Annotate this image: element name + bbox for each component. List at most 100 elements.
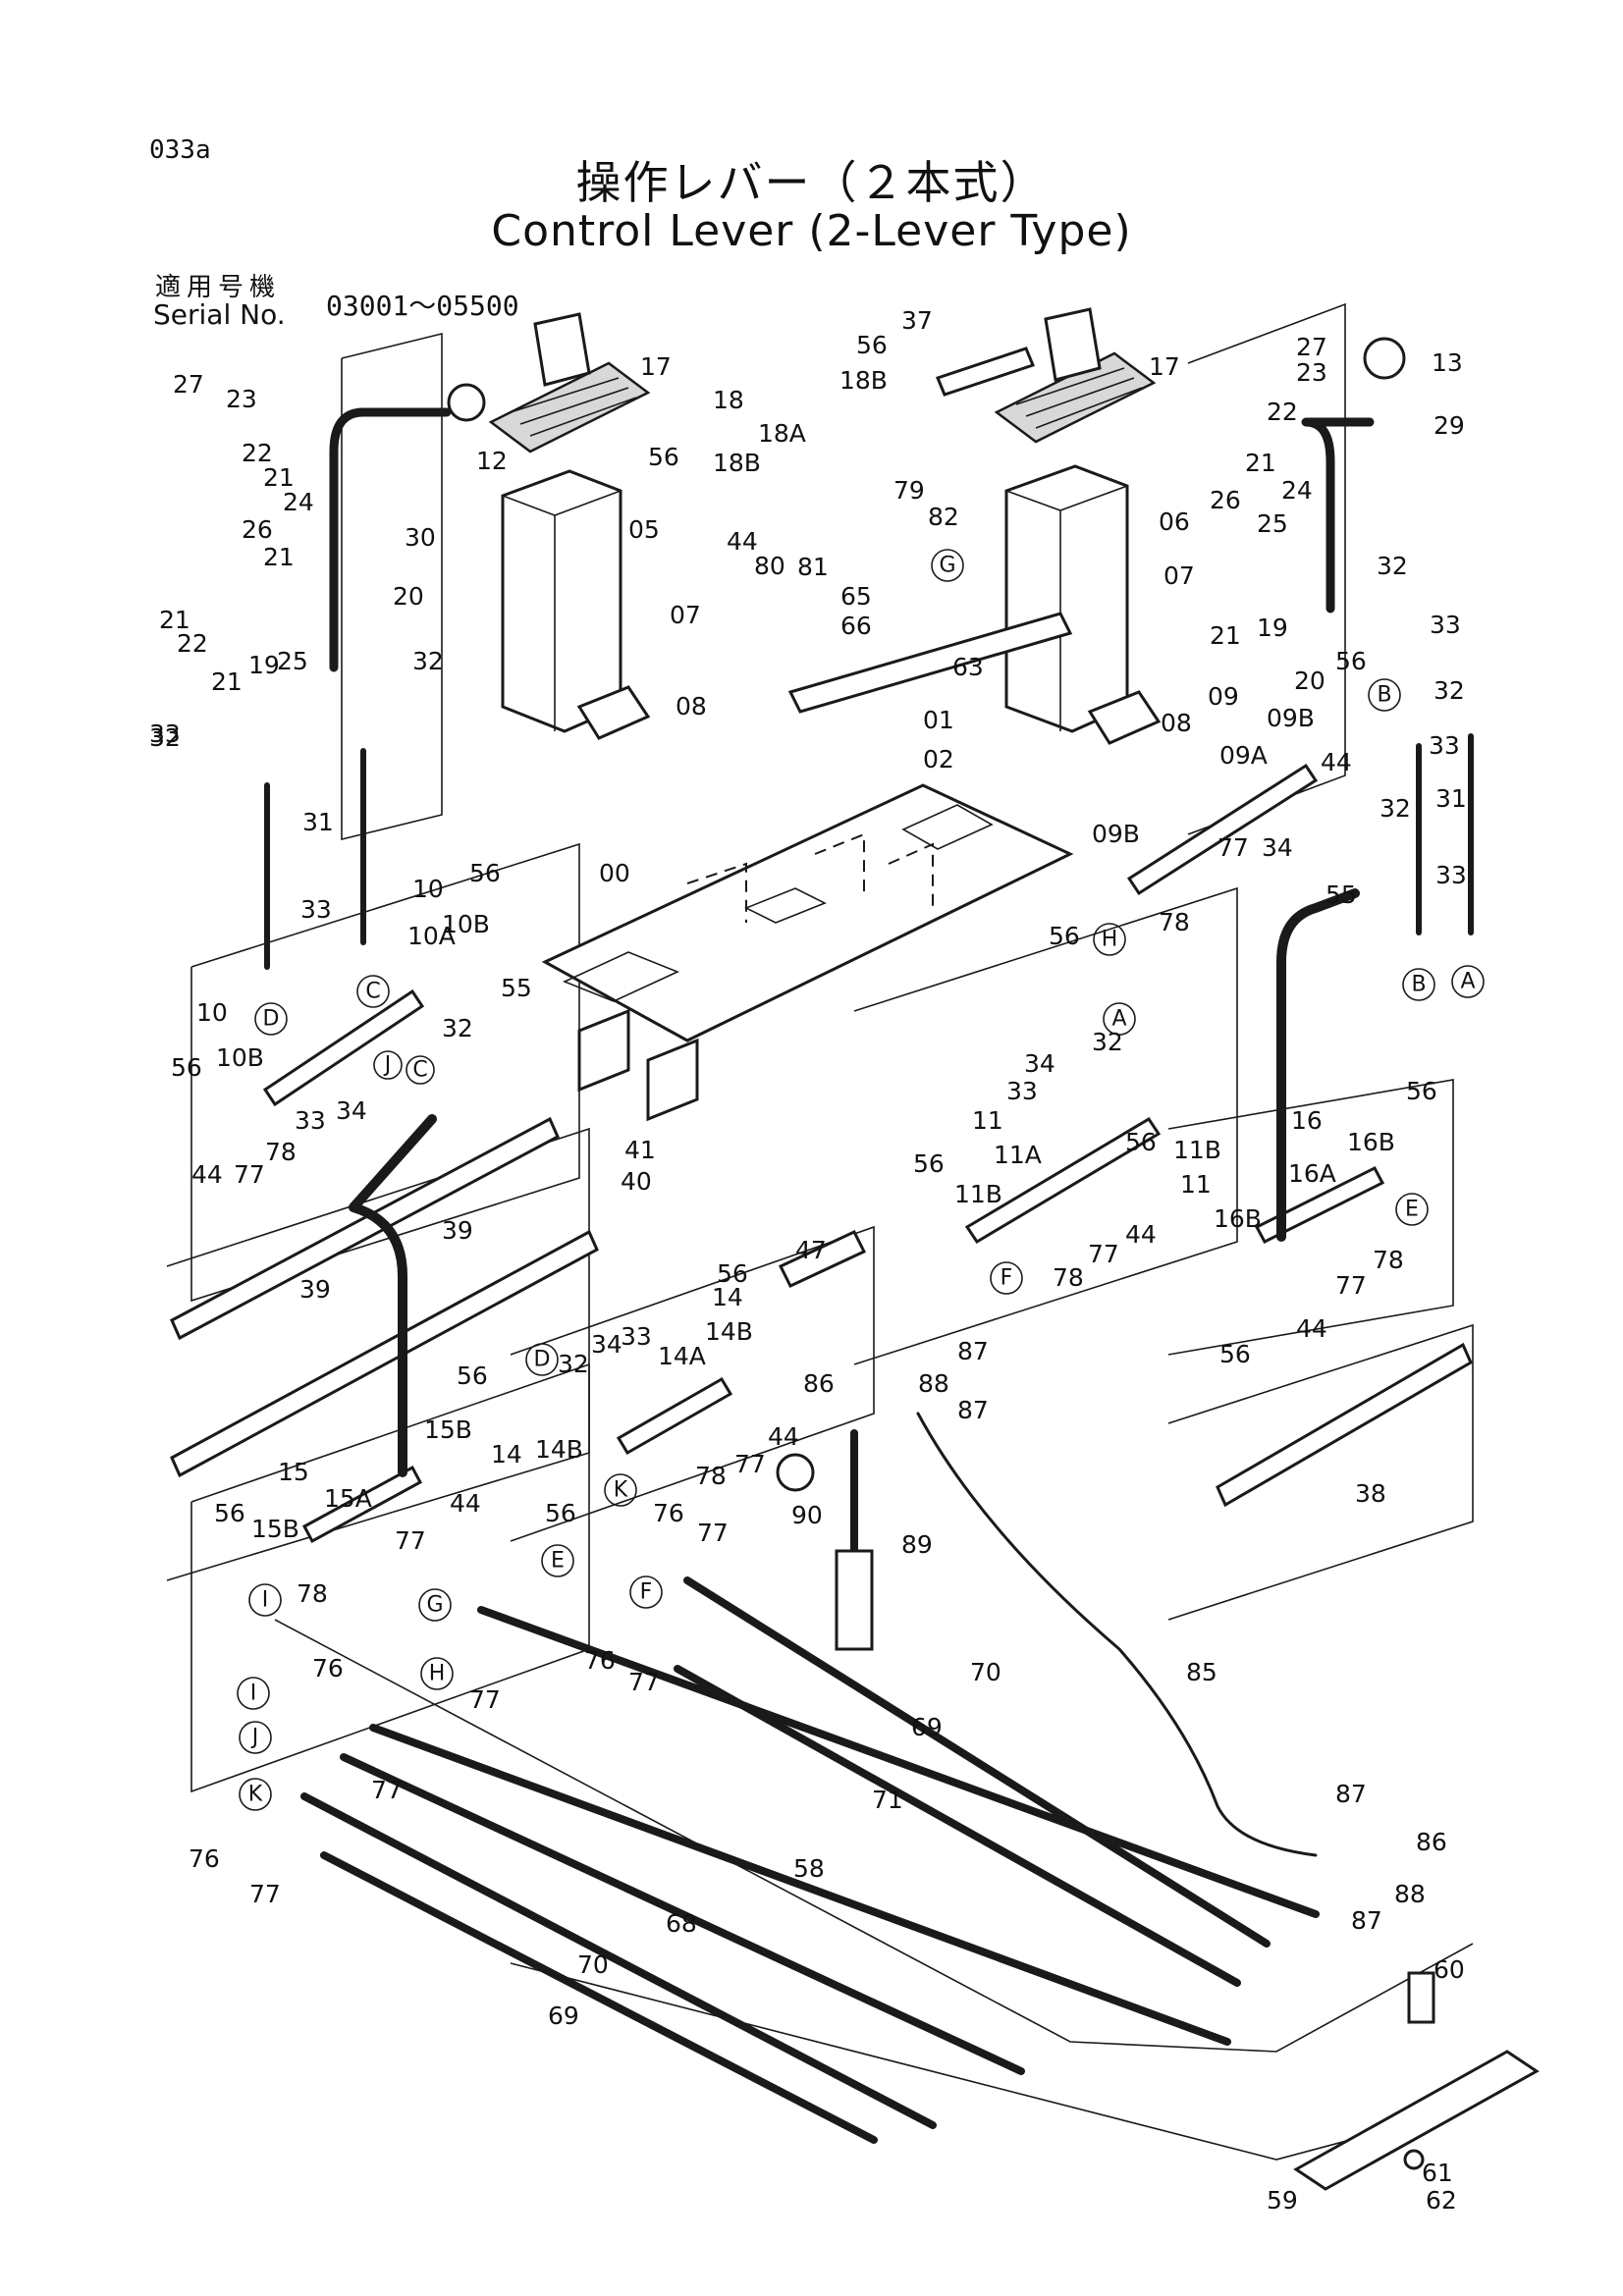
callout-e: E (1395, 1193, 1429, 1226)
control-box-left (501, 469, 651, 740)
label-56: 56 (469, 859, 501, 887)
svg-text:C: C (365, 980, 380, 1004)
svg-text:A: A (1460, 970, 1475, 994)
svg-text:A: A (1111, 1007, 1126, 1032)
svg-text:B: B (1377, 683, 1391, 708)
label-76: 76 (584, 1646, 616, 1675)
label-59: 59 (1267, 2186, 1298, 2215)
base-plate (541, 783, 1074, 1122)
label-16b: 16B (1347, 1128, 1395, 1156)
label-77: 77 (371, 1776, 403, 1804)
label-34: 34 (336, 1096, 367, 1125)
label-39: 39 (299, 1275, 331, 1304)
label-69: 69 (548, 2002, 579, 2030)
label-70: 70 (970, 1658, 1001, 1686)
label-10a: 10A (407, 922, 456, 950)
label-56: 56 (648, 443, 679, 471)
label-77: 77 (1217, 833, 1249, 862)
label-77: 77 (1088, 1240, 1119, 1268)
label-61: 61 (1422, 2159, 1453, 2187)
label-16b: 16B (1214, 1204, 1262, 1233)
label-56: 56 (856, 331, 888, 359)
label-08: 08 (1161, 709, 1192, 737)
label-16a: 16A (1288, 1159, 1336, 1188)
label-68: 68 (666, 1909, 697, 1938)
svg-text:E: E (551, 1549, 565, 1574)
svg-text:J: J (383, 1053, 392, 1078)
label-08: 08 (676, 692, 707, 721)
label-87: 87 (1351, 1906, 1382, 1935)
pedal-lever-right (1276, 888, 1360, 1242)
label-89: 89 (901, 1530, 933, 1559)
svg-text:H: H (429, 1662, 446, 1686)
label-77: 77 (395, 1526, 426, 1555)
serial-range: 03001～05500 (326, 290, 519, 322)
label-30: 30 (405, 523, 436, 552)
label-56: 56 (171, 1053, 202, 1082)
label-33: 33 (1430, 611, 1461, 639)
label-10: 10 (412, 875, 444, 903)
label-32: 32 (412, 647, 444, 675)
adjust-rods (264, 733, 1474, 970)
label-77: 77 (234, 1160, 265, 1189)
label-60: 60 (1434, 1955, 1465, 1984)
label-44: 44 (191, 1160, 223, 1189)
label-18a: 18A (758, 419, 806, 448)
label-44: 44 (727, 527, 758, 556)
label-11a: 11A (994, 1141, 1042, 1169)
label-01: 01 (923, 706, 954, 734)
label-32: 32 (1092, 1028, 1123, 1056)
label-79: 79 (893, 476, 925, 505)
label-32: 32 (1377, 552, 1408, 580)
label-12: 12 (476, 447, 508, 475)
title-japanese: 操作レバー（２本式） (575, 156, 1048, 209)
callout-i: I (248, 1583, 282, 1617)
assembly-outlines (166, 302, 1474, 2161)
label-55: 55 (501, 974, 532, 1002)
label-56: 56 (1219, 1340, 1251, 1368)
svg-text:J: J (250, 1726, 259, 1750)
label-86: 86 (1416, 1828, 1447, 1856)
lever-boot-right (994, 307, 1157, 444)
callout-i: I (237, 1677, 270, 1710)
label-11b: 11B (954, 1180, 1002, 1208)
lock-lever (776, 1429, 874, 1651)
label-15b: 15B (424, 1415, 472, 1444)
label-87: 87 (957, 1337, 989, 1365)
label-77: 77 (1335, 1271, 1367, 1300)
label-07: 07 (670, 601, 701, 629)
callout-j: J (373, 1050, 403, 1080)
label-40: 40 (621, 1167, 652, 1196)
svg-text:E: E (1405, 1198, 1419, 1222)
label-26: 26 (1210, 486, 1241, 514)
label-77: 77 (734, 1450, 766, 1478)
label-10: 10 (196, 998, 228, 1027)
connection-callouts: A B B A C C D D E E F F G G H H I I J J … (237, 549, 1485, 1811)
label-09b: 09B (1092, 820, 1140, 848)
label-09b: 09B (1267, 704, 1315, 732)
label-09a: 09A (1219, 741, 1268, 770)
label-17: 17 (1149, 352, 1180, 381)
svg-text:I: I (250, 1682, 257, 1706)
label-11: 11 (1180, 1170, 1212, 1199)
label-56: 56 (457, 1362, 488, 1390)
label-13: 13 (1432, 348, 1463, 377)
label-78: 78 (265, 1138, 297, 1166)
label-44: 44 (1125, 1220, 1157, 1249)
callout-d: D (254, 1002, 288, 1036)
label-21: 21 (211, 667, 243, 696)
label-34: 34 (1262, 833, 1293, 862)
label-27: 27 (1296, 333, 1327, 361)
label-15b: 15B (251, 1515, 299, 1543)
label-22: 22 (1267, 398, 1298, 426)
label-02: 02 (923, 745, 954, 774)
label-56: 56 (913, 1149, 945, 1178)
label-21: 21 (263, 463, 295, 492)
label-21: 21 (159, 606, 190, 634)
label-17: 17 (640, 352, 672, 381)
label-56: 56 (717, 1259, 748, 1288)
page-code: 033a (149, 135, 211, 165)
label-66: 66 (840, 612, 872, 640)
label-85: 85 (1186, 1658, 1217, 1686)
label-44: 44 (1321, 748, 1352, 776)
